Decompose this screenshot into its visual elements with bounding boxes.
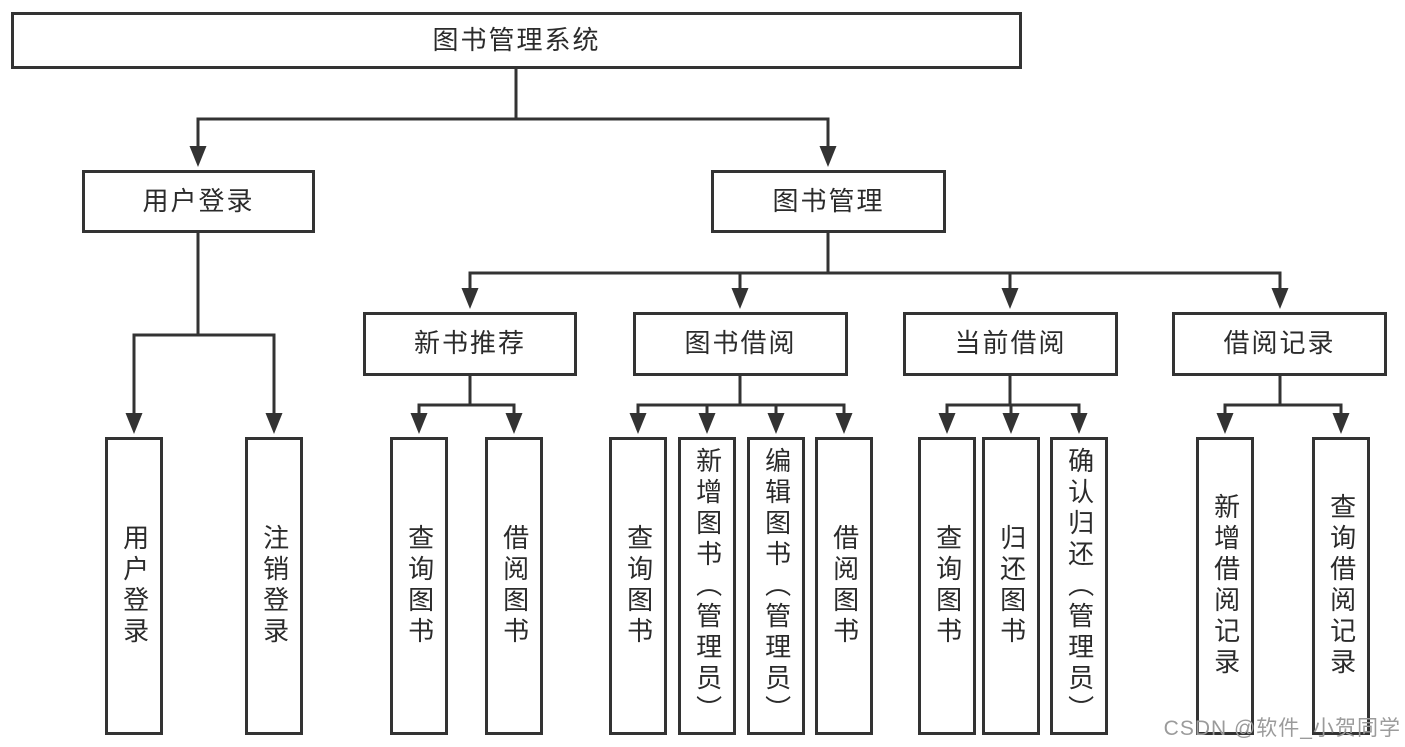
arrowhead-icon: [125, 413, 143, 434]
arrowhead-icon: [1271, 288, 1289, 309]
node-root: 图书管理系统: [11, 12, 1022, 69]
node-leaf-user-login: 用户登录: [105, 437, 163, 735]
arrowhead-icon: [629, 413, 647, 434]
arrowhead-icon: [1070, 413, 1088, 434]
node-branch-book-management: 图书管理: [711, 170, 946, 233]
node-leaf-logout: 注销登录: [245, 437, 303, 735]
node-branch-new-book-recommend: 新书推荐: [363, 312, 577, 376]
arrowhead-icon: [265, 413, 283, 434]
watermark: CSDN @软件_小贺同学: [1163, 717, 1401, 740]
node-leaf-query-books-current: 查询图书: [918, 437, 976, 735]
node-leaf-borrow-books-2: 借阅图书: [815, 437, 873, 735]
node-branch-user-login: 用户登录: [82, 170, 315, 233]
node-leaf-edit-book-admin: 编辑图书（管理员）: [747, 437, 805, 735]
node-leaf-return-books: 归还图书: [982, 437, 1040, 735]
arrowhead-icon: [410, 413, 428, 434]
arrowhead-icon: [1332, 413, 1350, 434]
node-leaf-borrow-books-recommend: 借阅图书: [485, 437, 543, 735]
arrowhead-icon: [1002, 413, 1020, 434]
arrowhead-icon: [1001, 288, 1019, 309]
node-branch-borrow-records: 借阅记录: [1172, 312, 1387, 376]
node-leaf-add-borrow-record: 新增借阅记录: [1196, 437, 1254, 735]
arrowhead-icon: [835, 413, 853, 434]
arrowhead-icon: [819, 146, 837, 167]
arrowhead-icon: [189, 146, 207, 167]
node-branch-book-borrow: 图书借阅: [633, 312, 848, 376]
arrowhead-icon: [1216, 413, 1234, 434]
node-branch-current-borrow: 当前借阅: [903, 312, 1118, 376]
node-leaf-confirm-return-admin: 确认归还（管理员）: [1050, 437, 1108, 735]
arrowhead-icon: [938, 413, 956, 434]
node-leaf-query-borrow-record: 查询借阅记录: [1312, 437, 1370, 735]
arrowhead-icon: [767, 413, 785, 434]
arrowhead-icon: [461, 288, 479, 309]
arrowhead-icon: [698, 413, 716, 434]
arrowhead-icon: [731, 288, 749, 309]
node-leaf-add-book-admin: 新增图书（管理员）: [678, 437, 736, 735]
node-leaf-query-books-recommend: 查询图书: [390, 437, 448, 735]
node-leaf-query-books-borrow: 查询图书: [609, 437, 667, 735]
arrowhead-icon: [505, 413, 523, 434]
